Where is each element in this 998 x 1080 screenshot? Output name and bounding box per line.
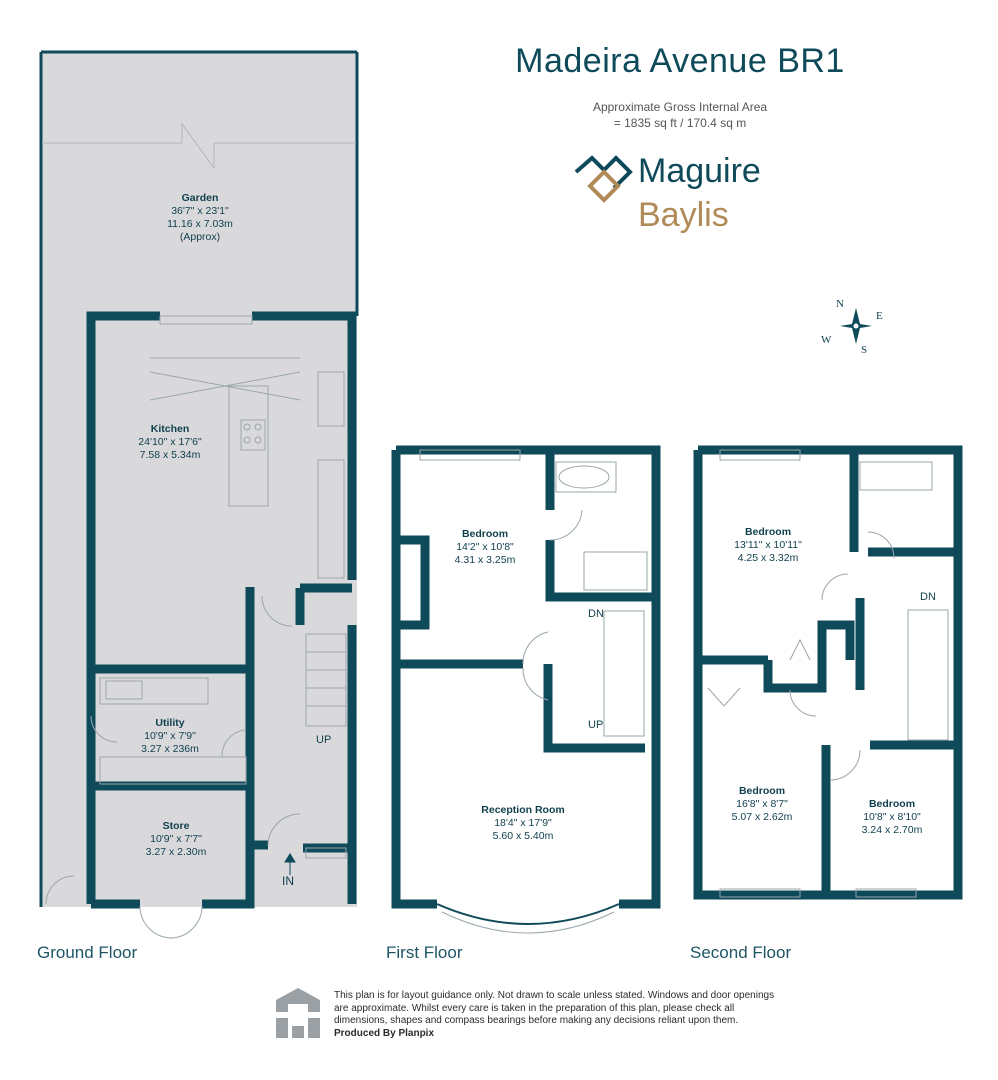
room-name: Kitchen: [150, 423, 190, 435]
room-note: (Approx): [179, 231, 221, 243]
room-bedroom-second-a: Bedroom 13'11" x 10'11" 4.25 x 3.32m: [708, 526, 828, 565]
stair-down-first: DN: [588, 608, 604, 620]
room-name: Utility: [155, 717, 185, 729]
room-imperial: 10'8" x 8'10": [863, 811, 921, 823]
floor-label-ground: Ground Floor: [37, 943, 138, 962]
compass-south: S: [861, 344, 868, 356]
room-name: Garden: [181, 192, 219, 204]
room-kitchen: Kitchen 24'10" x 17'6" 7.58 x 5.34m: [110, 423, 230, 462]
floor-label-first: First Floor: [386, 943, 463, 962]
planpix-logo: [276, 988, 320, 1038]
disclaimer-line: This plan is for layout guidance only. N…: [334, 990, 775, 1001]
room-metric: 11.16 x 7.03m: [167, 218, 233, 230]
room-metric: 4.25 x 3.32m: [737, 552, 799, 564]
room-imperial: 10'9" x 7'7": [150, 833, 202, 845]
brand-name-secondary: Baylis: [638, 196, 729, 234]
gross-area-label: Approximate Gross Internal Area: [592, 100, 768, 114]
room-store: Store 10'9" x 7'7" 3.27 x 2.30m: [116, 820, 236, 859]
entrance-label: IN: [282, 874, 294, 888]
room-name: Bedroom: [461, 528, 509, 540]
second-floor-walls: [693, 445, 963, 900]
first-floor-walls: [391, 445, 661, 909]
room-name: Bedroom: [744, 526, 792, 538]
room-metric: 3.27 x 2.30m: [145, 846, 207, 858]
ground-floor-walls: [86, 311, 357, 909]
room-reception: Reception Room 18'4" x 17'9" 5.60 x 5.40…: [458, 804, 588, 843]
disclaimer: This plan is for layout guidance only. N…: [334, 990, 794, 1040]
room-name: Bedroom: [868, 798, 916, 810]
room-bedroom-first: Bedroom 14'2" x 10'8" 4.31 x 3.25m: [425, 528, 545, 567]
first-floor-fixtures: [419, 449, 648, 934]
brand-logo-mark: [574, 155, 633, 203]
room-bedroom-second-c: Bedroom 10'8" x 8'10" 3.24 x 2.70m: [832, 798, 952, 837]
compass-west: W: [821, 334, 832, 346]
room-garden: Garden 36'7" x 23'1" 11.16 x 7.03m (Appr…: [140, 192, 260, 244]
gross-area-value: = 1835 sq ft / 170.4 sq m: [613, 116, 747, 130]
page-title: Madeira Avenue BR1: [515, 42, 845, 80]
compass-east: E: [876, 310, 883, 322]
room-imperial: 24'10" x 17'6": [138, 436, 202, 448]
ground-floor-fixtures: [45, 315, 347, 939]
room-metric: 7.58 x 5.34m: [139, 449, 201, 461]
room-metric: 3.24 x 2.70m: [861, 824, 923, 836]
stair-up-first: UP: [588, 719, 604, 731]
room-imperial: 14'2" x 10'8": [456, 541, 514, 553]
room-utility: Utility 10'9" x 7'9" 3.27 x 236m: [110, 717, 230, 756]
second-floor-fixtures: [707, 449, 949, 898]
disclaimer-line: dimensions, shapes and compass bearings …: [334, 1015, 739, 1026]
room-metric: 4.31 x 3.25m: [454, 554, 516, 566]
room-bedroom-second-b: Bedroom 16'8" x 8'7" 5.07 x 2.62m: [702, 785, 822, 824]
stair-down-second: DN: [920, 591, 936, 603]
room-metric: 5.60 x 5.40m: [492, 830, 554, 842]
room-imperial: 18'4" x 17'9": [494, 817, 552, 829]
room-name: Store: [162, 820, 190, 832]
room-imperial: 16'8" x 8'7": [736, 798, 788, 810]
stair-up-ground: UP: [316, 734, 332, 746]
compass-north: N: [836, 298, 844, 310]
compass-rose: [840, 308, 872, 344]
brand-name-primary: Maguire: [638, 152, 761, 190]
room-imperial: 10'9" x 7'9": [144, 730, 196, 742]
room-metric: 5.07 x 2.62m: [731, 811, 793, 823]
stair-arrows: [284, 853, 296, 875]
disclaimer-line: are approximate. Whilst every care is ta…: [334, 1002, 735, 1014]
producer-credit: Produced By Planpix: [334, 1027, 435, 1039]
floor-label-second: Second Floor: [690, 943, 792, 962]
room-metric: 3.27 x 236m: [141, 743, 199, 755]
room-imperial: 36'7" x 23'1": [171, 205, 229, 217]
room-name: Reception Room: [481, 804, 565, 816]
room-imperial: 13'11" x 10'11": [734, 539, 802, 551]
room-name: Bedroom: [738, 785, 786, 797]
